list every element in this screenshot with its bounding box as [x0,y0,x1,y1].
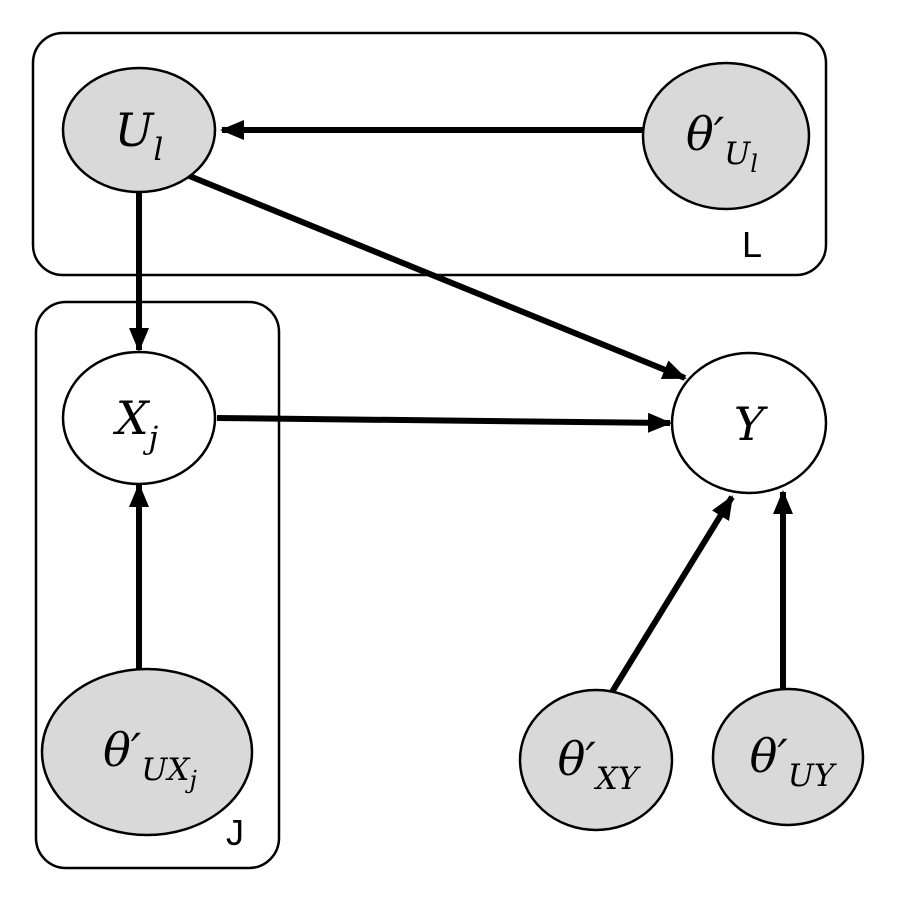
svg-text:θ′UY: θ′UY [750,729,837,794]
svg-text:θ′UXj: θ′UXj [103,723,197,794]
node-theta-ux: θ′UXj [40,667,254,837]
plate-l-label: L [742,224,762,265]
node-theta-u: θ′Ul [641,61,811,211]
node-u: Ul [61,66,217,194]
svg-text:Ul: Ul [115,103,164,168]
edge-x-to-y [216,412,672,433]
svg-text:Y: Y [734,397,769,451]
node-theta-uy: θ′UY [711,687,865,827]
plate-j-label: J [226,812,244,853]
edge-u-to-y [180,170,687,381]
plate-j [34,300,281,870]
svg-text:θ′Ul: θ′Ul [686,107,758,178]
edge-theta-xy-to-y [609,495,735,694]
node-x: Xj [61,350,217,486]
node-y: Y [670,351,828,495]
node-theta-xy: θ′XY [518,688,674,832]
svg-text:θ′XY: θ′XY [558,732,641,797]
